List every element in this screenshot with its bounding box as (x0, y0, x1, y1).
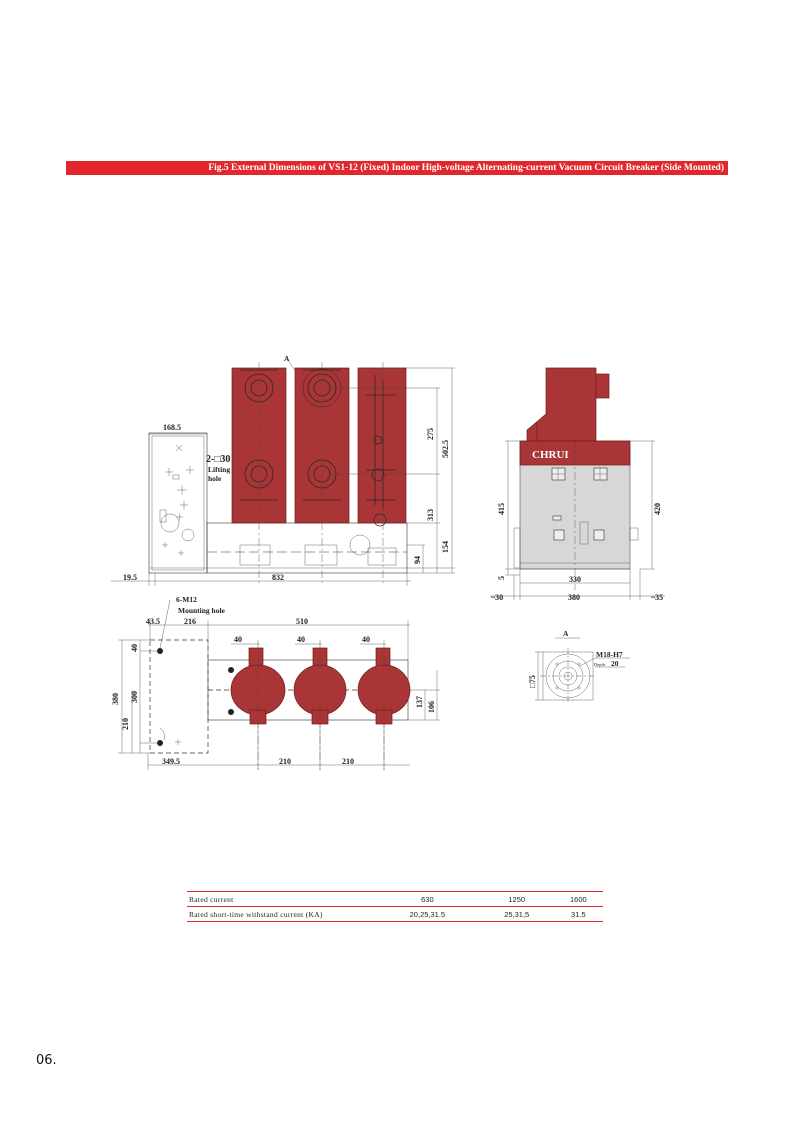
cell-value: 1250 (479, 891, 554, 907)
dim-210-a: 210 (279, 757, 291, 766)
table-row: Rated short-time withstand current (KA) … (187, 906, 603, 922)
dim-40-c: 40 (362, 635, 370, 644)
lifting-hole-count: 2-□30 (206, 454, 230, 465)
cell-value: 630 (375, 891, 480, 907)
front-view: A 168.5 2-□30 Lifting hole 275 502.5 313… (111, 354, 455, 586)
cell-value: 25,31,5 (479, 906, 554, 922)
dim-35: ~35 (651, 593, 663, 602)
operating-hole-icon (160, 513, 180, 533)
top-view: 6-M12 Mounting hole 43.5 216 510 40 40 4… (111, 595, 440, 770)
cell-value: 31.5 (553, 906, 603, 922)
dim-5: 5 (497, 576, 506, 580)
page-number: 06. (36, 1053, 57, 1068)
pole-3 (357, 367, 407, 524)
dim-43-5: 43.5 (146, 617, 160, 626)
side-view: CHRUI 415 420 (490, 367, 665, 602)
figure-caption-bar: Fig.5 External Dimensions of VS1-12 (Fix… (66, 161, 728, 175)
mounting-count: 6-M12 (176, 595, 197, 604)
dim-154: 154 (441, 541, 450, 553)
dim-415: 415 (497, 503, 506, 515)
depth-value: 20 (611, 659, 619, 668)
depth-label: Depth (594, 662, 606, 667)
dim-380-top: 380 (111, 693, 120, 705)
dim-510: 510 (296, 617, 308, 626)
brand-logo: CHRUI (532, 449, 569, 461)
mounting-label: Mounting hole (178, 606, 226, 615)
dim-330: 330 (569, 575, 581, 584)
dim-168-5: 168.5 (163, 423, 181, 432)
lifting-hole-label-1: Lifting (208, 465, 230, 474)
dim-94: 94 (413, 556, 422, 564)
ratings-table: Rated current 630 1250 1600 Rated short-… (187, 891, 603, 922)
dim-300: 300 (130, 691, 139, 703)
table-row: Rated current 630 1250 1600 (187, 891, 603, 907)
dim-19-5: 19.5 (123, 573, 137, 582)
detail-marker: A (563, 629, 569, 638)
dim-40-a: 40 (234, 635, 242, 644)
dim-square-75: □75 (528, 675, 537, 688)
dim-275: 275 (426, 428, 435, 440)
cell-value: 1600 (553, 891, 603, 907)
top-insulator (531, 367, 597, 442)
dim-420: 420 (653, 503, 662, 515)
dim-210-b: 210 (342, 757, 354, 766)
dim-216: 216 (184, 617, 196, 626)
dim-40-b: 40 (297, 635, 305, 644)
dim-106: 106 (427, 701, 436, 713)
thread-spec: M18-H7 (596, 650, 623, 659)
dim-313: 313 (426, 509, 435, 521)
dim-832: 832 (272, 573, 284, 582)
dim-349-5: 349.5 (162, 757, 180, 766)
lifting-hole-label-2: hole (208, 474, 222, 483)
cell-value: 20,25,31.5 (375, 906, 480, 922)
dim-40-vertical: 40 (130, 644, 139, 652)
dim-137: 137 (415, 696, 424, 708)
figure-caption: Fig.5 External Dimensions of VS1-12 (Fix… (208, 163, 724, 173)
dim-502-5: 502.5 (441, 440, 450, 458)
detail-a: A M18-H7 Depth 20 □75 (528, 629, 630, 704)
row-label: Rated current (187, 891, 375, 907)
mechanism-outline (149, 639, 209, 754)
dim-380-side: 380 (568, 593, 580, 602)
marker-a: A (284, 354, 290, 363)
dim-30: ~30 (491, 593, 503, 602)
dim-210-vertical: 210 (121, 718, 130, 730)
mechanism-box (148, 432, 208, 574)
row-label: Rated short-time withstand current (KA) (187, 906, 375, 922)
